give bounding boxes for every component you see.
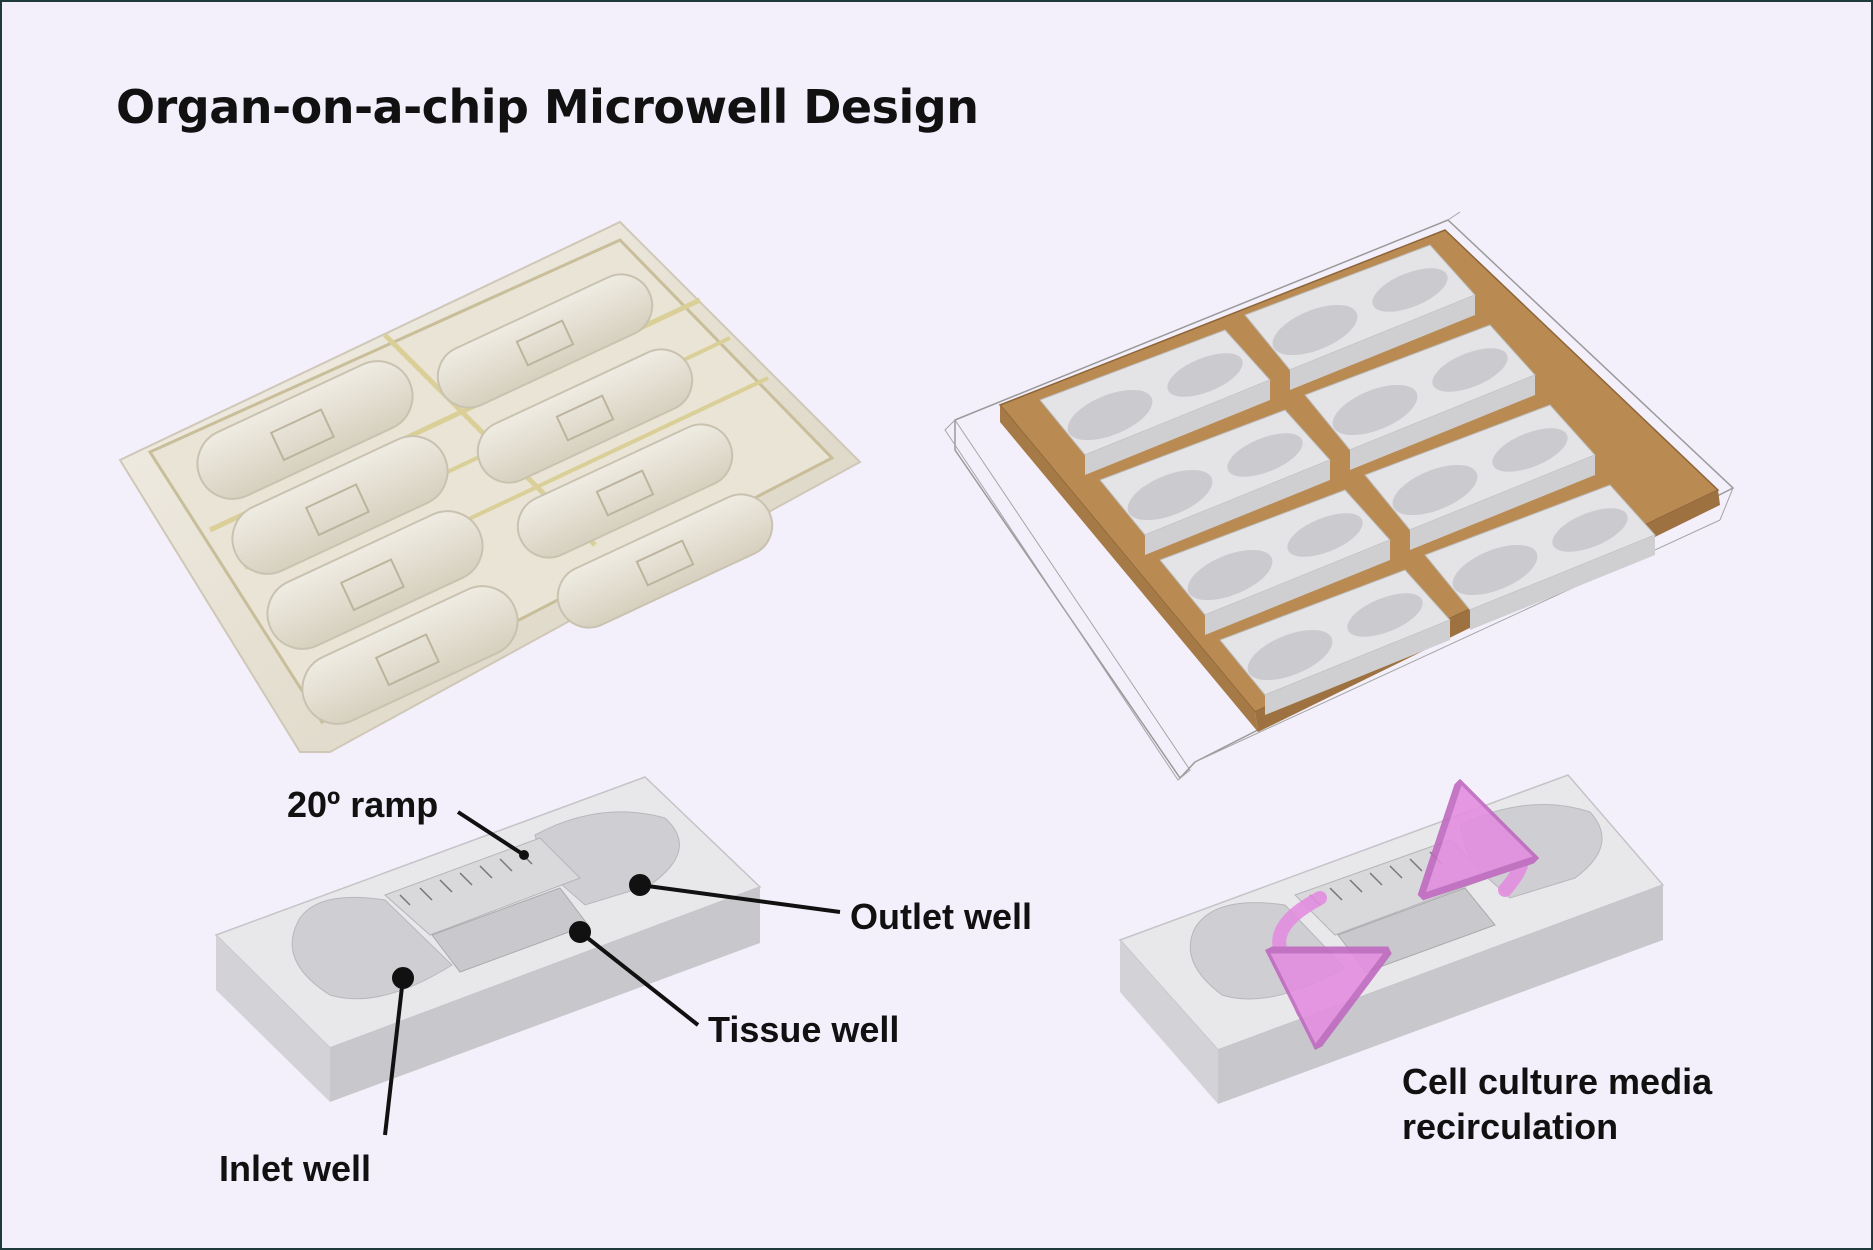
label-tissue-well: Tissue well: [708, 1009, 900, 1050]
plate-photo: [118, 220, 862, 753]
figure-title: Organ-on-a-chip Microwell Design: [116, 80, 979, 134]
label-ramp: 20º ramp: [287, 784, 439, 825]
label-inlet-well: Inlet well: [219, 1148, 372, 1189]
single-well-recirculation: [1118, 774, 1665, 1104]
photo-wells: [196, 273, 774, 725]
single-well-annotated: [214, 776, 841, 1136]
recirculation-arrows: [1279, 841, 1522, 980]
callout-lines: [383, 810, 841, 1136]
label-outlet-well: Outlet well: [850, 896, 1033, 937]
label-media-line2: recirculation: [1402, 1106, 1619, 1147]
plate-render: [944, 211, 1735, 781]
label-media-line1: Cell culture media: [1402, 1061, 1713, 1102]
render-wells: [1039, 244, 1656, 716]
